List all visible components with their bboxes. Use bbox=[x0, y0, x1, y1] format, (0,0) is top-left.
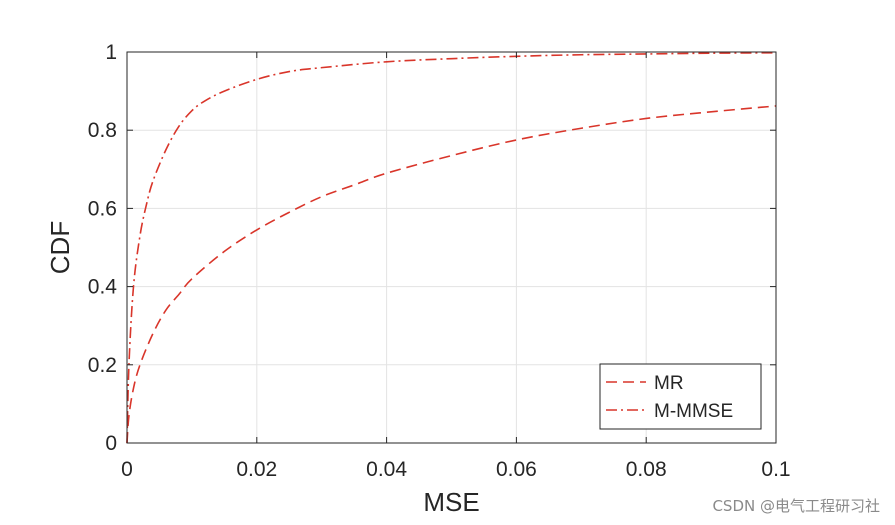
y-tick-label: 0 bbox=[105, 432, 117, 455]
y-tick-label: 0.8 bbox=[88, 119, 117, 142]
plot-frame bbox=[126, 51, 777, 444]
y-axis-label: CDF bbox=[45, 221, 75, 274]
x-tick-label: 0.06 bbox=[496, 458, 537, 481]
x-tick-label: 0 bbox=[121, 458, 133, 481]
x-tick-label: 0.1 bbox=[761, 458, 790, 481]
legend-label: MR bbox=[654, 373, 684, 394]
legend-box bbox=[599, 363, 762, 430]
legend: MR M-MMSE bbox=[599, 363, 762, 430]
x-axis-label: MSE bbox=[423, 487, 479, 517]
y-tick-label: 0.2 bbox=[88, 354, 117, 377]
y-tick-label: 0.6 bbox=[88, 197, 117, 220]
x-tick-label: 0.04 bbox=[366, 458, 407, 481]
axis-ticks: 0 0.02 0.04 0.06 0.08 0.1 0 0.2 0.4 0.6 0.8 1 bbox=[88, 41, 791, 481]
series-line-mr bbox=[126, 105, 777, 444]
x-tick-label: 0.02 bbox=[236, 458, 277, 481]
y-tick-label: 1 bbox=[105, 41, 117, 64]
watermark: CSDN @电气工程研习社 bbox=[712, 497, 880, 515]
legend-label: M-MMSE bbox=[654, 401, 733, 422]
y-tick-label: 0.4 bbox=[88, 276, 118, 299]
x-tick-label: 0.08 bbox=[626, 458, 667, 481]
series-line-m-mmse bbox=[126, 51, 777, 444]
series-lines bbox=[126, 51, 777, 444]
